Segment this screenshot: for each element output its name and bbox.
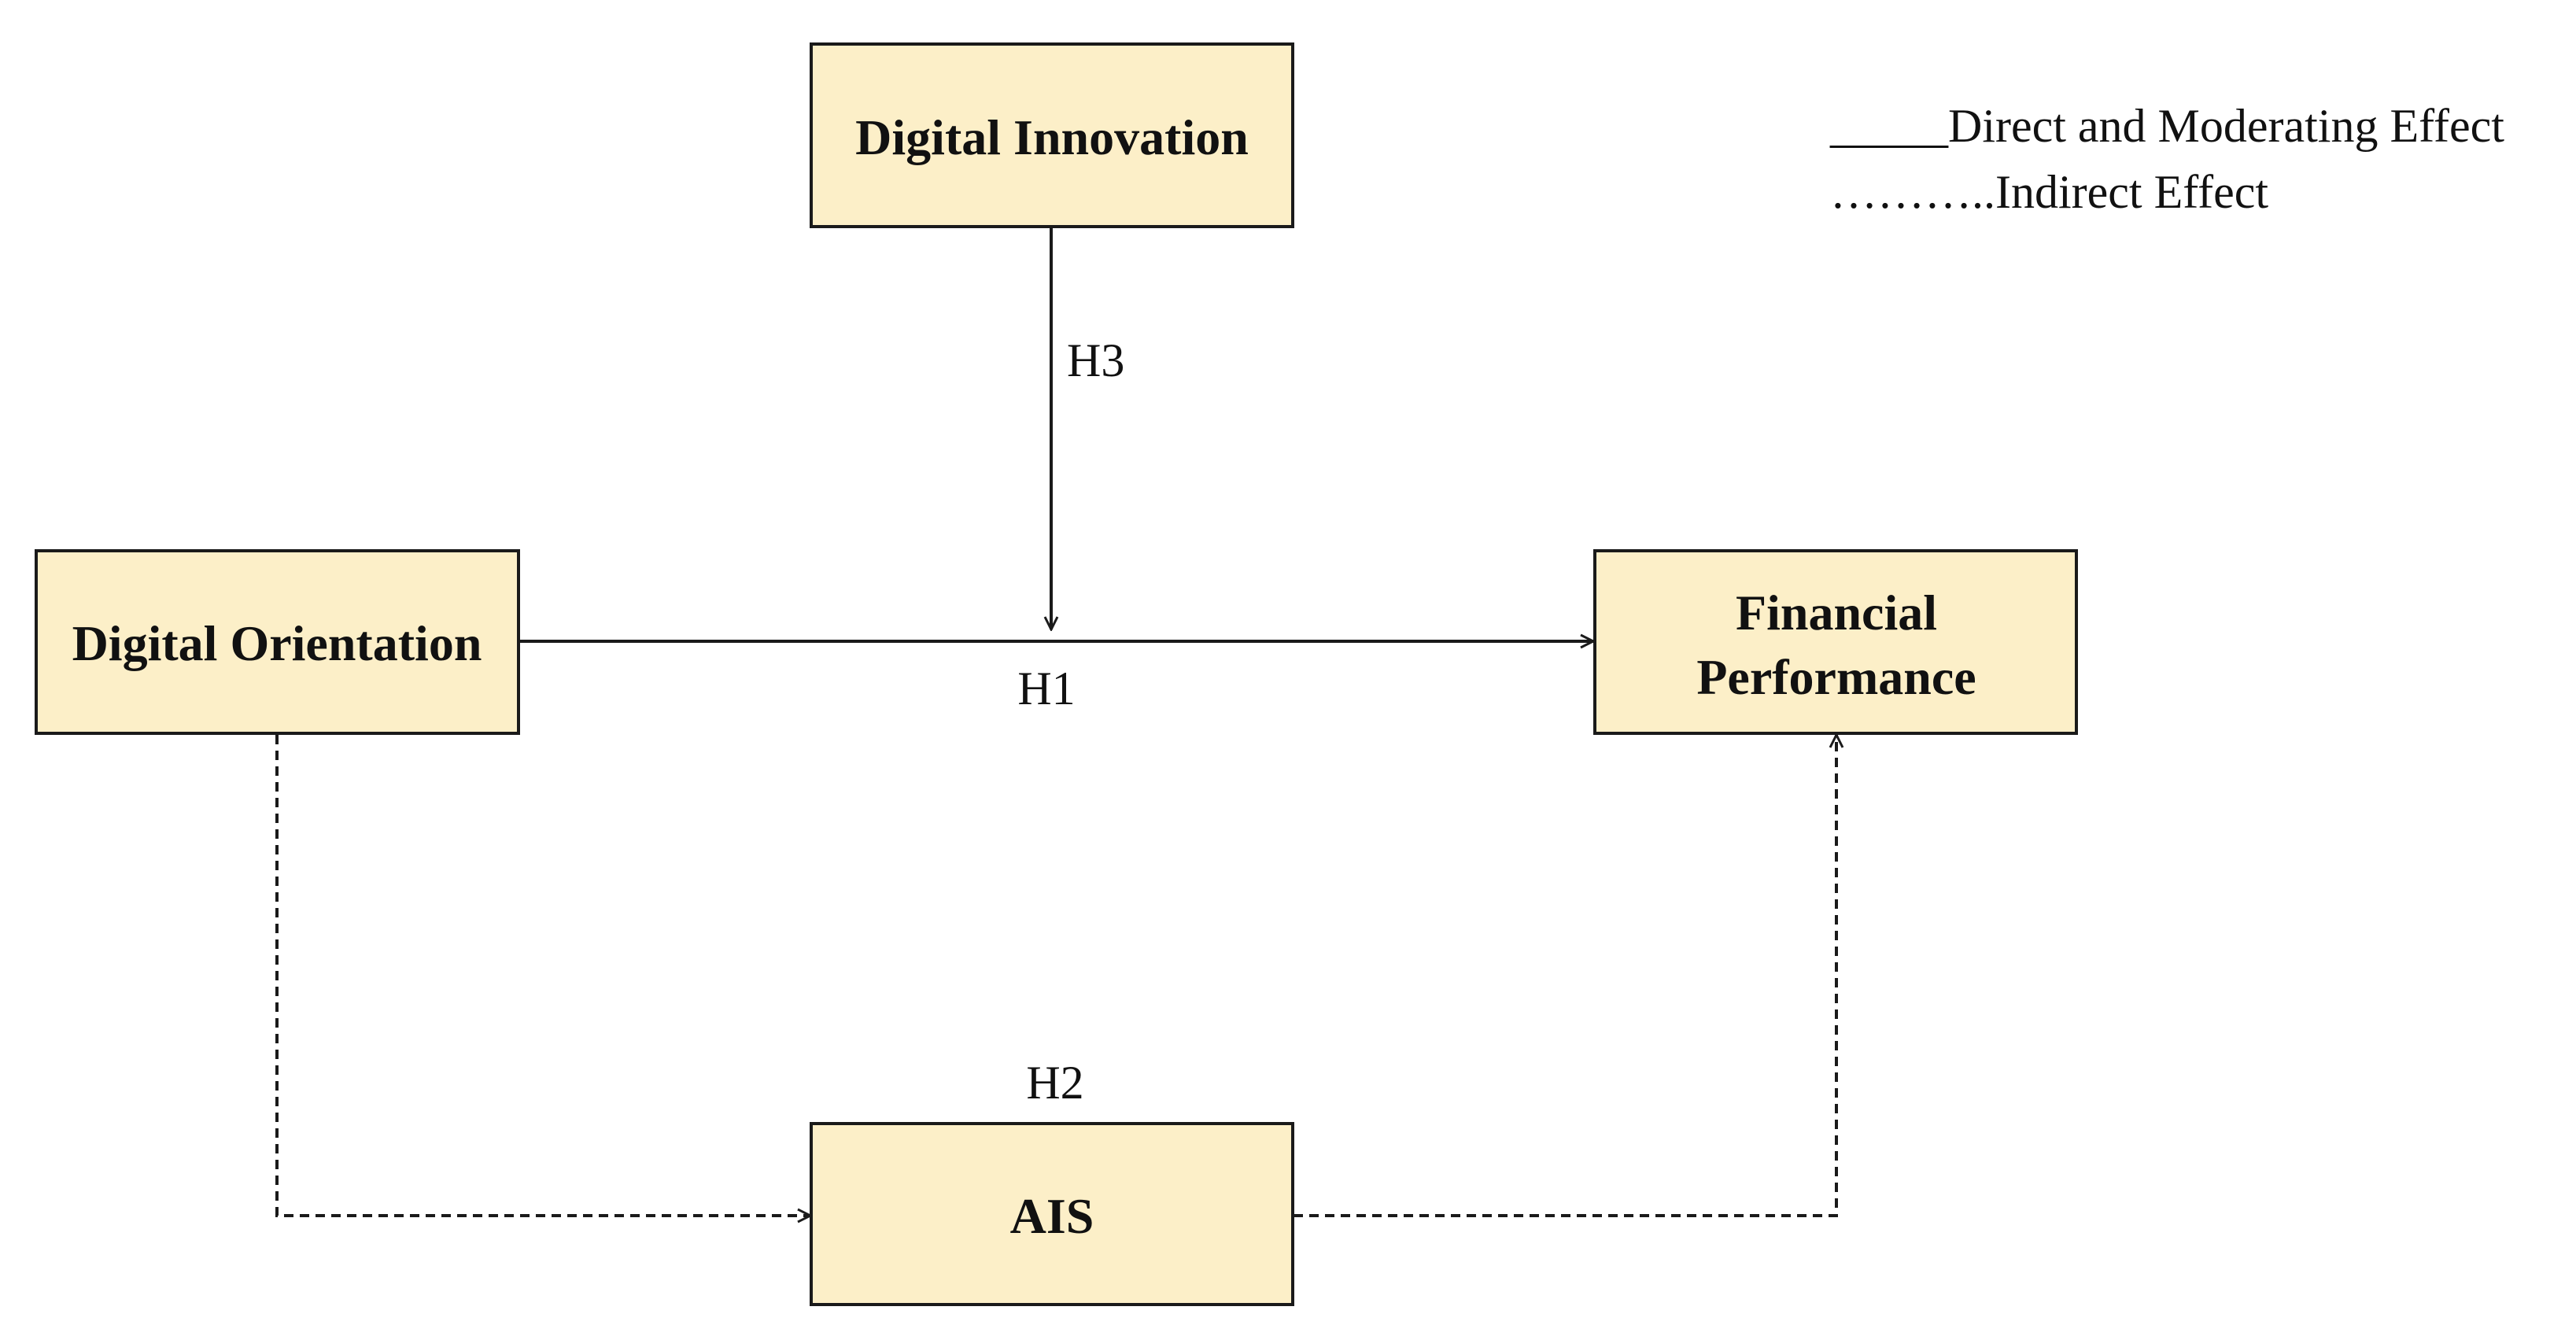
node-digital-innovation: Digital Innovation <box>810 42 1294 228</box>
node-ais: AIS <box>810 1122 1294 1306</box>
node-financial-performance-label-line1: Financial <box>1736 585 1937 640</box>
node-digital-orientation: Digital Orientation <box>35 549 520 735</box>
hypothesis-label-h2: H2 <box>1026 1057 1083 1109</box>
hypothesis-label-h3: H3 <box>1067 334 1124 386</box>
node-ais-label: AIS <box>1010 1188 1094 1244</box>
legend-indirect-effect: ………..Indirect Effect <box>1830 166 2268 218</box>
hypothesis-label-h1: H1 <box>1017 662 1075 714</box>
node-financial-performance: Financial Performance <box>1593 549 2078 735</box>
edge-orientation-to-ais <box>275 735 810 1216</box>
legend: _____Direct and Moderating Effect ………..I… <box>1829 100 2504 218</box>
edge-ais-to-performance <box>1294 735 1836 1217</box>
node-digital-orientation-label: Digital Orientation <box>72 615 482 671</box>
node-financial-performance-label-line2: Performance <box>1696 649 1976 705</box>
legend-direct-effect: _____Direct and Moderating Effect <box>1829 100 2504 152</box>
node-digital-innovation-label: Digital Innovation <box>855 109 1249 165</box>
